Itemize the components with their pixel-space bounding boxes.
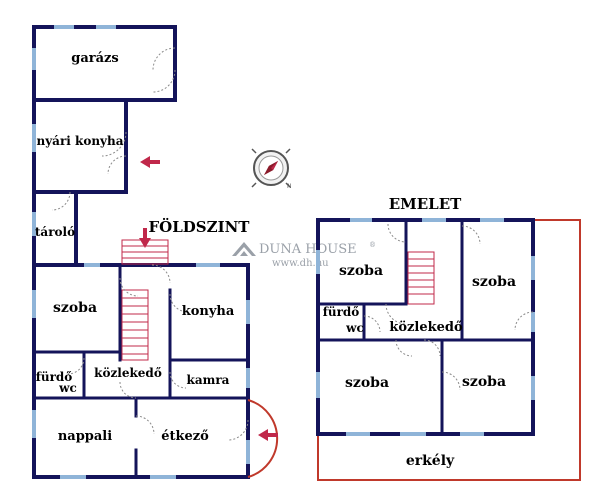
upper-room-szoba-bottom-right: szoba [462, 374, 506, 390]
ground-doors [51, 47, 249, 441]
compass-north-label: N [287, 183, 292, 190]
watermark-brand: DUNA HOUSE [259, 242, 357, 257]
room-szoba: szoba [53, 300, 97, 316]
upper-floor-windows [316, 218, 535, 436]
arrow-stairs-icon [139, 228, 151, 248]
upper-floor-title: EMELET [389, 195, 462, 213]
entrance-arrows [139, 156, 278, 441]
room-tarolo: tároló [35, 225, 75, 239]
room-etkezo: étkező [161, 429, 209, 444]
ground-floor-windows [32, 25, 250, 479]
room-kamra: kamra [187, 373, 230, 387]
upper-interior-walls [316, 218, 535, 436]
duna-house-logo-icon [232, 242, 256, 256]
upper-room-labels: szoba szoba fürdő wc közlekedő szoba szo… [323, 263, 516, 469]
upper-room-szoba-bottom-left: szoba [345, 375, 389, 391]
upper-stairs [407, 251, 435, 305]
watermark-url: www.dh.hu [272, 258, 329, 269]
ground-stairs [121, 239, 169, 361]
room-furdo: fürdő [36, 370, 73, 384]
upper-room-szoba-top-right: szoba [472, 274, 516, 290]
ground-floor-title: FÖLDSZINT [149, 217, 251, 236]
arrow-dining-icon [258, 429, 278, 441]
upper-room-kozlekedo: közlekedő [389, 320, 463, 335]
upper-doors [363, 223, 534, 391]
ground-interior-walls [32, 263, 250, 479]
ground-room-labels: garázs nyári konyha tároló szoba konyha … [35, 51, 235, 444]
balcony-outline [317, 219, 581, 481]
terrace-arc [247, 399, 279, 478]
room-nappali: nappali [58, 429, 112, 444]
room-kozlekedo: közlekedő [94, 366, 162, 380]
room-wc: wc [58, 381, 77, 395]
room-konyha: konyha [182, 304, 235, 319]
upper-room-szoba-top-left: szoba [339, 263, 383, 279]
watermark-registered: ® [369, 241, 376, 249]
room-nyari-konyha: nyári konyha [36, 134, 123, 148]
watermark: DUNA HOUSE ® www.dh.hu [232, 241, 376, 269]
arrow-summer-kitchen-icon [140, 156, 160, 168]
room-garazs: garázs [71, 51, 119, 66]
upper-room-erkely: erkély [406, 453, 455, 469]
upper-room-furdo: fürdő [323, 305, 360, 319]
compass-icon: N [251, 148, 292, 190]
upper-room-wc: wc [345, 321, 364, 335]
